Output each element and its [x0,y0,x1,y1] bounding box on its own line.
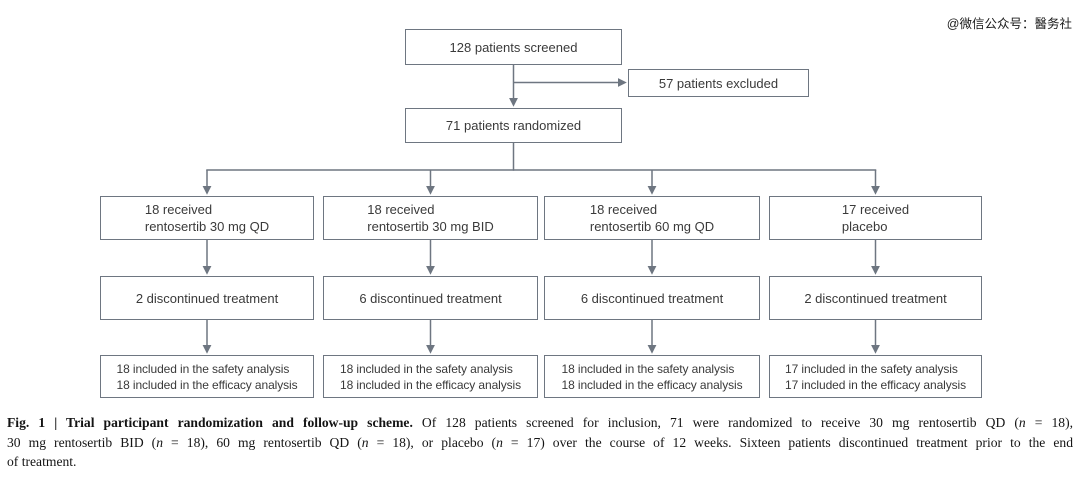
box-arm-2-received: 18 received rentosertib 30 mg BID [323,196,538,240]
caption-text-run: 30 mg rentosertib BID ( [7,434,157,450]
box-arm-1-analysis: 18 included in the safety analysis 18 in… [100,355,314,398]
arm-2-analysis-line-2: 18 included in the efficacy analysis [340,377,521,392]
caption-text-run: = 18), [1025,415,1074,430]
caption-line: 30 mg rentosertib BID (n = 18), 60 mg re… [7,433,1073,453]
caption-line: Fig. 1 | Trial participant randomization… [7,413,1073,433]
caption-text-run: = 18), 60 mg rentosertib QD ( [163,434,362,450]
arm-3-received-line-1: 18 received [589,202,658,217]
arm-4-analysis-line-1: 17 included in the safety analysis [785,361,958,376]
box-arm-4-discontinued: 2 discontinued treatment [769,276,982,320]
box-patients-excluded: 57 patients excluded [628,69,809,97]
arm-3-received-label: 18 received rentosertib 60 mg QD [590,201,714,235]
arm-4-received-line-2: placebo [841,219,888,234]
box-arm-1-received: 18 received rentosertib 30 mg QD [100,196,314,240]
arm-3-discontinued-label: 6 discontinued treatment [580,290,724,306]
arm-4-analysis-line-2: 17 included in the efficacy analysis [785,377,966,392]
arm-1-received-line-1: 18 received [144,202,213,217]
caption-line: of treatment. [7,452,1073,472]
figure-caption: Fig. 1 | Trial participant randomization… [0,413,1080,472]
caption-text-run: of treatment. [7,454,77,469]
arm-2-received-label: 18 received rentosertib 30 mg BID [367,201,493,235]
arm-1-discontinued-label: 2 discontinued treatment [135,290,279,306]
arm-1-analysis-line-2: 18 included in the efficacy analysis [116,377,298,392]
arm-4-received-label: 17 received placebo [842,201,909,235]
patients-randomized-label: 71 patients randomized [445,118,582,133]
box-arm-2-analysis: 18 included in the safety analysis 18 in… [323,355,538,398]
arm-2-analysis-line-1: 18 included in the safety analysis [340,361,513,376]
arm-4-received-line-1: 17 received [841,202,910,217]
patients-screened-label: 128 patients screened [449,39,578,55]
box-arm-3-received: 18 received rentosertib 60 mg QD [544,196,760,240]
box-patients-randomized: 71 patients randomized [405,108,622,143]
arm-3-analysis-label: 18 included in the safety analysis 18 in… [562,361,743,393]
arm-1-analysis-label: 18 included in the safety analysis 18 in… [117,361,298,393]
arm-2-discontinued-label: 6 discontinued treatment [359,290,502,306]
caption-text-run: = 17) over the course of 12 weeks. Sixte… [502,434,1073,450]
watermark: @微信公众号：醫务社 [946,17,1072,31]
patients-excluded-label: 57 patients excluded [658,75,779,91]
arm-4-analysis-label: 17 included in the safety analysis 17 in… [785,361,966,393]
box-arm-3-analysis: 18 included in the safety analysis 18 in… [544,355,760,398]
arm-2-received-line-2: rentosertib 30 mg BID [367,219,494,234]
caption-text-run: Fig. 1 | Trial participant randomization… [7,415,413,430]
caption-text-run: Of 128 patients screened for inclusion, … [412,415,1019,430]
box-arm-3-discontinued: 6 discontinued treatment [544,276,760,320]
arm-1-received-label: 18 received rentosertib 30 mg QD [145,201,269,235]
caption-text-run: n [496,434,503,450]
box-arm-4-analysis: 17 included in the safety analysis 17 in… [769,355,982,398]
caption-text-run: n [156,434,164,450]
box-arm-2-discontinued: 6 discontinued treatment [323,276,538,320]
arm-3-analysis-line-1: 18 included in the safety analysis [561,361,735,376]
caption-text-run: = 18), or placebo ( [368,434,497,450]
arm-2-analysis-label: 18 included in the safety analysis 18 in… [340,361,521,393]
arm-4-discontinued-label: 2 discontinued treatment [804,290,947,306]
caption-text-run: n [361,434,369,450]
box-arm-4-received: 17 received placebo [769,196,982,240]
arm-3-analysis-line-2: 18 included in the efficacy analysis [561,377,743,392]
arm-1-received-line-2: rentosertib 30 mg QD [144,219,270,234]
caption-text-run: n [1018,415,1026,430]
arm-3-received-line-2: rentosertib 60 mg QD [589,219,715,234]
arm-2-received-line-1: 18 received [367,202,435,217]
box-patients-screened: 128 patients screened [405,29,622,65]
arm-1-analysis-line-1: 18 included in the safety analysis [116,361,290,376]
box-arm-1-discontinued: 2 discontinued treatment [100,276,314,320]
